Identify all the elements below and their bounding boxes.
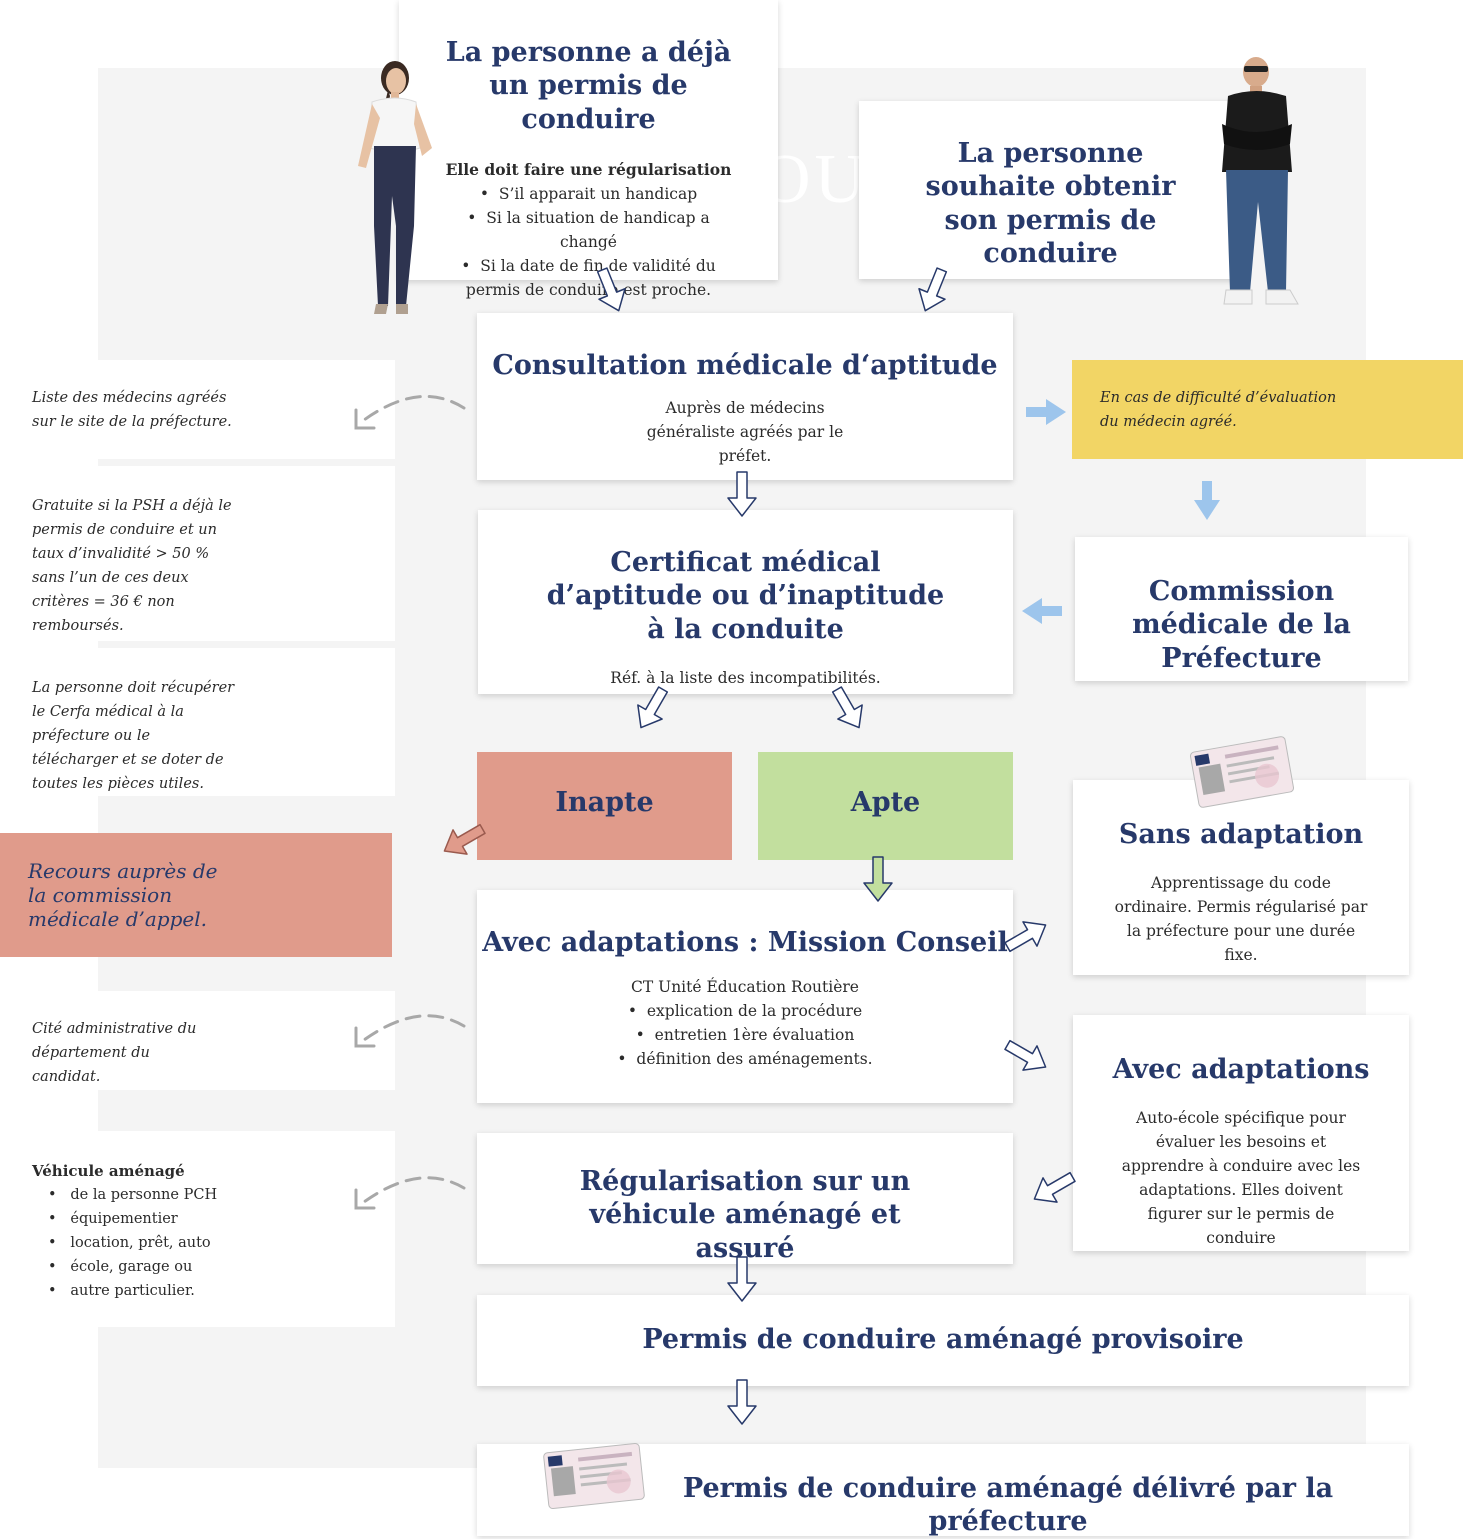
difficulte-box: En cas de difficulté d’évaluation du méd… bbox=[1072, 360, 1463, 459]
vehicule-list: de la personne PCH équipementier locatio… bbox=[32, 1183, 395, 1303]
apte-label: Apte bbox=[850, 787, 921, 818]
vehicule-item: autre particulier. bbox=[48, 1279, 395, 1303]
regularisation-box: Régularisation sur un véhicule aménagé e… bbox=[477, 1133, 1013, 1264]
note-cerfa-text: La personne doit récupérer le Cerfa médi… bbox=[32, 680, 235, 792]
vehicule-item: école, garage ou bbox=[48, 1255, 395, 1279]
mission-conseil-item: entretien 1ère évaluation bbox=[477, 1023, 1013, 1047]
man-figure-icon bbox=[1222, 57, 1299, 305]
woman-figure-icon bbox=[358, 61, 432, 314]
note-gratuite: Gratuite si la PSH a déjà le permis de c… bbox=[0, 466, 395, 641]
commission-box: Commission médicale de la Préfecture bbox=[1075, 537, 1408, 681]
permis-existant-box: La personne a déjà un permis de conduire… bbox=[399, 0, 778, 299]
sans-adaptation-text: Apprentissage du code ordinaire. Permis … bbox=[1114, 874, 1368, 965]
regularisation-title: Régularisation sur un véhicule aménagé e… bbox=[579, 1166, 911, 1264]
recours-box: Recours auprès de la commission médicale… bbox=[0, 833, 392, 957]
permis-existant-item: Si la date de fin de validité du permis … bbox=[445, 254, 732, 302]
note-cite: Cité administrative du département du ca… bbox=[0, 991, 395, 1090]
inapte-box: Inapte bbox=[477, 752, 732, 860]
commission-title: Commission médicale de la Préfecture bbox=[1132, 576, 1351, 674]
vehicule-item: équipementier bbox=[48, 1207, 395, 1231]
certificat-box: Certificat médical d’aptitude ou d’inapt… bbox=[478, 510, 1013, 694]
mission-conseil-item: définition des aménagements. bbox=[477, 1047, 1013, 1071]
note-liste-medecins: Liste des médecins agréés sur le site de… bbox=[0, 360, 395, 459]
souhaite-permis-title: La personne souhaite obtenir son permis … bbox=[925, 138, 1176, 270]
inapte-label: Inapte bbox=[555, 787, 654, 818]
souhaite-permis-box: La personne souhaite obtenir son permis … bbox=[859, 101, 1242, 279]
certificat-text: Réf. à la liste des incompatibilités. bbox=[610, 669, 881, 688]
license-card-icon bbox=[543, 1443, 645, 1509]
permis-provisoire-title: Permis de conduire aménagé provisoire bbox=[642, 1324, 1244, 1355]
avec-adaptations-text: Auto-école spécifique pour évaluer les b… bbox=[1121, 1109, 1361, 1248]
sans-adaptation-box: Sans adaptation Apprentissage du code or… bbox=[1073, 780, 1409, 975]
avec-adaptations-title: Avec adaptations bbox=[1112, 1054, 1370, 1085]
permis-existant-subtitle: Elle doit faire une régularisation bbox=[445, 160, 732, 180]
consultation-title: Consultation médicale d‘aptitude bbox=[492, 350, 998, 381]
note-liste-medecins-text: Liste des médecins agréés sur le site de… bbox=[32, 390, 232, 430]
note-cerfa: La personne doit récupérer le Cerfa médi… bbox=[0, 648, 395, 796]
license-card-icon bbox=[1190, 736, 1294, 808]
note-cite-text: Cité administrative du département du ca… bbox=[32, 1021, 197, 1085]
note-gratuite-text: Gratuite si la PSH a déjà le permis de c… bbox=[32, 498, 232, 634]
consultation-box: Consultation médicale d‘aptitude Auprès … bbox=[477, 313, 1013, 480]
sans-adaptation-title: Sans adaptation bbox=[1118, 819, 1364, 850]
recours-text: Recours auprès de la commission médicale… bbox=[28, 859, 218, 931]
difficulte-text: En cas de difficulté d’évaluation du méd… bbox=[1100, 390, 1337, 430]
vehicule-item: location, prêt, auto bbox=[48, 1231, 395, 1255]
consultation-text: Auprès de médecins généraliste agréés pa… bbox=[646, 399, 844, 466]
mission-conseil-item: explication de la procédure bbox=[477, 999, 1013, 1023]
mission-conseil-intro: CT Unité Éducation Routière bbox=[631, 978, 859, 997]
vehicule-title: Véhicule aménagé bbox=[32, 1162, 185, 1180]
permis-existant-title: La personne a déjà un permis de conduire bbox=[445, 37, 732, 135]
note-vehicule: Véhicule aménagé de la personne PCH équi… bbox=[0, 1131, 395, 1327]
avec-adaptations-box: Avec adaptations Auto-école spécifique p… bbox=[1073, 1015, 1409, 1251]
permis-existant-item: Si la situation de handicap a changé bbox=[445, 206, 732, 254]
certificat-title: Certificat médical d’aptitude ou d’inapt… bbox=[546, 547, 945, 645]
permis-existant-item: S’il apparait un handicap bbox=[445, 182, 732, 206]
mission-conseil-list: explication de la procédure entretien 1è… bbox=[477, 999, 1013, 1071]
permis-delivre-title: Permis de conduire aménagé délivré par l… bbox=[682, 1473, 1334, 1538]
mission-conseil-title: Avec adaptations : Mission Conseil bbox=[482, 927, 1008, 958]
permis-provisoire-box: Permis de conduire aménagé provisoire bbox=[477, 1295, 1409, 1386]
vehicule-item: de la personne PCH bbox=[48, 1183, 395, 1207]
apte-box: Apte bbox=[758, 752, 1013, 860]
permis-existant-list: S’il apparait un handicap Si la situatio… bbox=[399, 182, 778, 302]
mission-conseil-box: Avec adaptations : Mission Conseil CT Un… bbox=[477, 890, 1013, 1103]
